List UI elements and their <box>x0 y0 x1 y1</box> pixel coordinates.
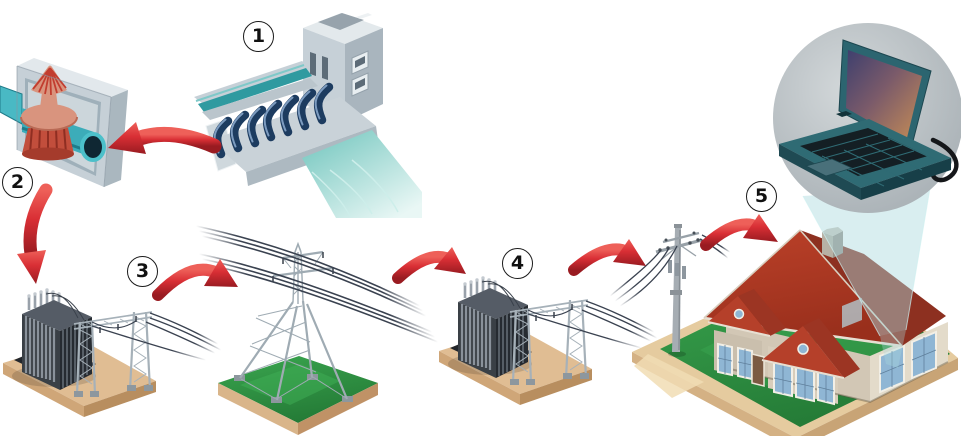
chimney <box>822 227 843 258</box>
utility-pole-icon <box>609 224 731 357</box>
turbine-generator-icon <box>0 58 128 188</box>
penstock-pipes <box>212 82 334 159</box>
step-badge-2: 2 <box>2 167 33 198</box>
flow-arrows <box>17 122 778 301</box>
flow-arrow-dam-to-turbine <box>108 122 222 154</box>
step-badge-3: 3 <box>127 256 158 287</box>
flow-arrow-substation-to-tower <box>152 259 238 301</box>
step-badge-4: 4 <box>502 248 533 279</box>
house-icon <box>632 227 958 436</box>
step-badge-1: 1 <box>243 21 274 52</box>
laptop-icon <box>779 39 959 200</box>
flow-arrow-pole-to-house <box>700 214 778 251</box>
transmission-tower-icon <box>195 225 439 435</box>
flow-arrow-tower-to-substation <box>392 247 466 284</box>
step-down-transformer-substation-icon <box>437 274 659 407</box>
step-badge-5: 5 <box>746 181 777 212</box>
turbine-runner <box>20 65 78 161</box>
flow-arrow-turbine-to-substation <box>17 183 53 284</box>
transmission-lines <box>195 225 439 343</box>
hydroelectric-dam-icon <box>194 13 422 218</box>
flow-arrow-substation-to-pole <box>568 239 646 276</box>
laptop-callout <box>773 23 961 368</box>
step-up-transformer-substation-icon <box>1 286 223 419</box>
